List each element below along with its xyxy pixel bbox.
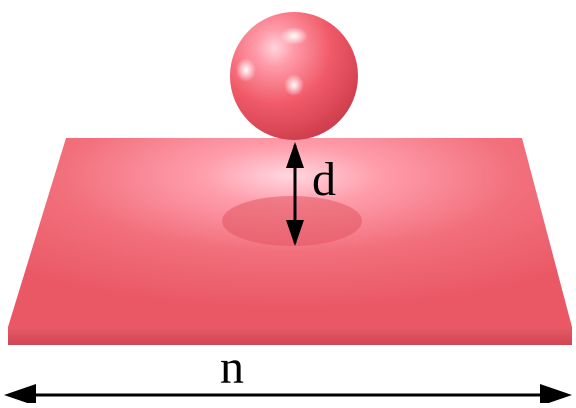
distance-arrow-head-bottom <box>286 220 304 246</box>
sphere-highlight-center <box>284 74 304 96</box>
width-arrow-head-left <box>4 384 36 406</box>
sphere-highlight-top <box>280 27 308 45</box>
sphere-highlight-left <box>236 58 256 82</box>
plate-edge <box>8 327 572 345</box>
distance-label: d <box>312 153 336 206</box>
distance-arrow-head-top <box>286 142 304 168</box>
width-arrow-head-right <box>540 384 572 406</box>
width-label: n <box>220 341 244 394</box>
